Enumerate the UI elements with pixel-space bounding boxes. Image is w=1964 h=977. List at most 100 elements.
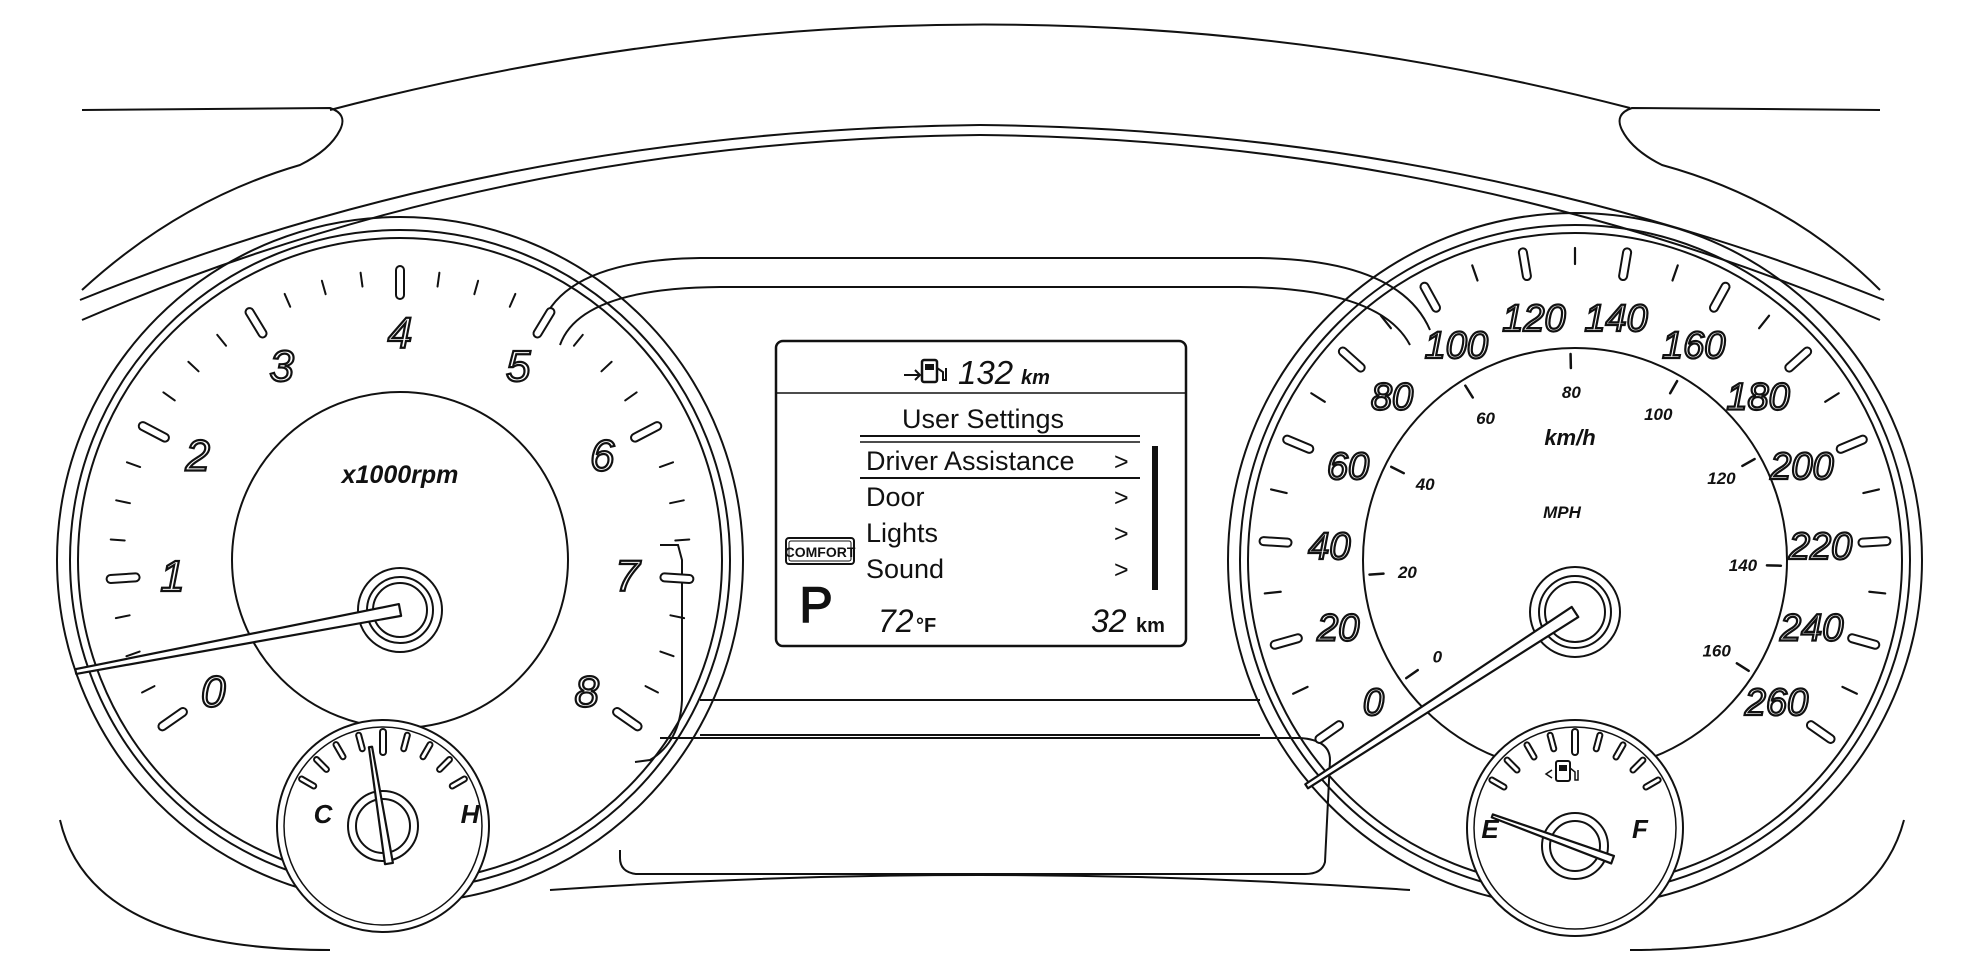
tach-minor-tick — [436, 271, 441, 288]
fuel-needle — [1490, 813, 1616, 865]
kmh-minor-tick — [1862, 488, 1881, 495]
tach-major-tick-fill — [246, 309, 266, 337]
chevron-right-icon: > — [1114, 448, 1129, 476]
kmh-major-tick-fill — [1284, 436, 1313, 452]
drive-mode-label: COMFORT — [785, 544, 856, 560]
temp-tick-fill — [300, 777, 316, 788]
mph-label: 60 — [1476, 409, 1495, 428]
kmh-minor-tick — [1269, 488, 1288, 495]
tachometer-unit-label: x1000rpm — [340, 461, 459, 489]
tach-label: 0 — [201, 668, 226, 717]
temp-tick-fill — [421, 743, 432, 759]
tach-minor-tick — [320, 279, 327, 296]
mph-label: 80 — [1562, 383, 1581, 402]
tachometer-hub — [357, 567, 443, 653]
kmh-label: 220 — [1788, 526, 1852, 568]
mph-label: 160 — [1702, 641, 1731, 660]
kmh-label: 0 — [1363, 682, 1384, 724]
tach-label: 3 — [269, 342, 294, 391]
kmh-major-tick-fill — [1837, 436, 1866, 452]
kmh-label: 260 — [1744, 682, 1808, 724]
kmh-label: 240 — [1779, 608, 1843, 650]
tach-minor-tick — [187, 360, 200, 373]
menu-item-label: Lights — [866, 518, 938, 548]
tach-minor-tick — [114, 614, 131, 620]
tach-minor-tick — [669, 614, 686, 620]
menu-item-door[interactable]: Door > — [866, 482, 1129, 512]
mph-tick — [1390, 465, 1406, 475]
fuel-full-label: F — [1632, 814, 1649, 844]
tach-minor-tick — [473, 279, 480, 296]
fuel-gauge: E F — [1466, 719, 1684, 937]
kmh-major-tick-fill — [1339, 348, 1364, 371]
temp-tick-fill — [315, 758, 328, 771]
menu-item-sound[interactable]: Sound > — [866, 554, 1129, 584]
tach-label: 7 — [615, 552, 641, 601]
temperature-cold-label: C — [314, 799, 334, 829]
mph-label: 0 — [1433, 647, 1443, 666]
tach-major-tick-fill — [107, 574, 139, 582]
tach-label: 6 — [590, 432, 615, 481]
fuel-tick-fill — [1644, 778, 1660, 789]
tach-minor-tick — [508, 292, 517, 308]
kmh-label: 40 — [1308, 526, 1350, 568]
mph-tick — [1368, 572, 1385, 576]
tach-major-tick-fill — [614, 708, 641, 730]
mph-tick — [1735, 662, 1750, 673]
mph-label: 140 — [1729, 556, 1758, 575]
kmh-label: 80 — [1371, 376, 1413, 418]
kmh-major-tick-fill — [1271, 635, 1301, 648]
menu-item-lights[interactable]: Lights > — [866, 518, 1129, 548]
trip-distance-unit: km — [1136, 615, 1165, 637]
fuel-tick-fill — [1631, 758, 1645, 772]
tach-label: 5 — [506, 342, 531, 391]
mph-label: 120 — [1707, 469, 1736, 488]
kmh-major-tick-fill — [1807, 722, 1834, 742]
speedometer-hub — [1529, 566, 1621, 658]
fuel-ticks — [1488, 728, 1662, 791]
gear-indicator: P — [799, 577, 832, 633]
kmh-major-tick-fill — [1620, 249, 1631, 280]
menu-scrollbar[interactable] — [1152, 446, 1158, 590]
tach-minor-tick — [162, 391, 176, 402]
temp-tick-fill — [450, 777, 466, 788]
tachometer-ticks — [105, 265, 695, 732]
cluster-housing — [59, 23, 1905, 951]
mph-tick — [1668, 379, 1679, 395]
temperature-ticks — [298, 728, 468, 790]
tach-minor-tick — [109, 538, 126, 542]
kmh-minor-tick — [1379, 314, 1392, 330]
kmh-minor-tick — [1292, 685, 1309, 695]
tach-major-tick-fill — [534, 309, 554, 337]
kmh-minor-tick — [1824, 392, 1840, 403]
mph-label: 40 — [1415, 475, 1435, 494]
kmh-major-tick-fill — [1786, 348, 1811, 371]
fuel-range-arrow-icon — [904, 369, 922, 381]
tach-major-tick-fill — [159, 708, 186, 730]
fuel-tick-fill — [1548, 733, 1556, 751]
tach-label: 2 — [185, 432, 210, 481]
menu-item-driver-assistance[interactable]: Driver Assistance > — [866, 446, 1129, 476]
mph-tick — [1464, 384, 1475, 399]
kmh-major-tick-fill — [1710, 283, 1729, 311]
temperature-hub — [347, 790, 419, 862]
tach-major-tick-fill — [139, 423, 168, 441]
fuel-tick-fill — [1614, 743, 1625, 759]
chevron-right-icon: > — [1114, 556, 1129, 584]
tachometer-inner-dial — [231, 391, 569, 729]
fuel-tick-fill — [1490, 778, 1506, 789]
fuel-tick-fill — [1594, 733, 1602, 751]
center-display: 132 km User Settings Driver Assistance >… — [774, 339, 1188, 648]
kmh-label: 160 — [1662, 325, 1725, 367]
kmh-major-tick-fill — [1519, 249, 1530, 280]
temp-tick-fill — [438, 758, 451, 771]
tach-minor-tick — [658, 461, 675, 469]
tach-minor-tick — [644, 685, 659, 694]
kmh-minor-tick — [1671, 264, 1679, 282]
chevron-right-icon: > — [1114, 484, 1129, 512]
